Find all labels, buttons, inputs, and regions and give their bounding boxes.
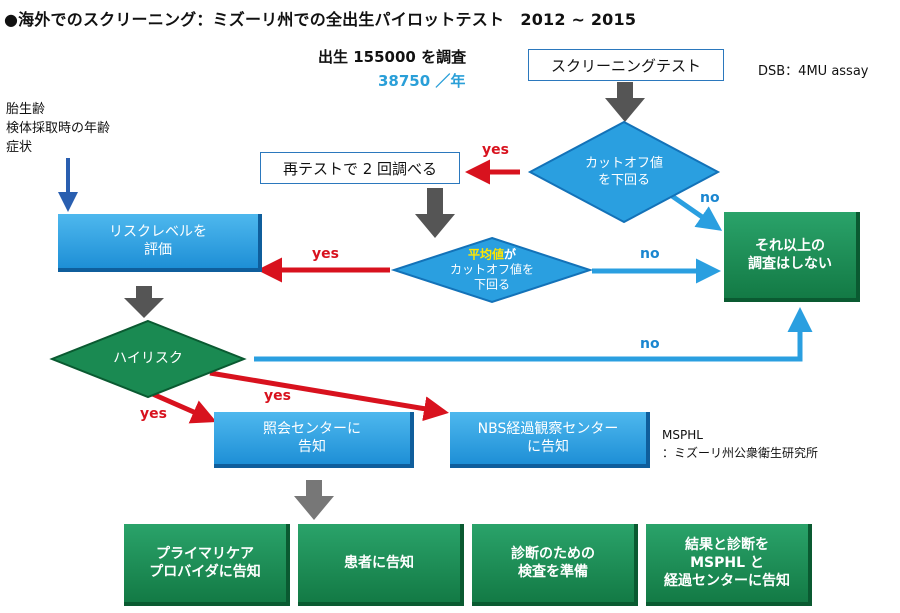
final-3-line-2: 検査を準備 bbox=[518, 564, 588, 580]
input-factor: 症状 bbox=[6, 140, 33, 155]
retest-box: 再テストで 2 回調べる bbox=[260, 152, 460, 184]
retest-label: 再テストで 2 回調べる bbox=[282, 159, 438, 178]
no-arrow-cutoff-to-stop bbox=[670, 193, 723, 231]
screening-test-box: スクリーニングテスト bbox=[528, 49, 724, 81]
gray-arrow-test-to-cutoff bbox=[605, 82, 645, 122]
cutoff-line-1: カットオフ値 bbox=[584, 156, 664, 171]
screening-test-label: スクリーニングテスト bbox=[550, 56, 701, 75]
final-3-line-1: 診断のための bbox=[511, 546, 595, 562]
highrisk-diamond-label: ハイリスク bbox=[113, 351, 183, 368]
no-label-average: no bbox=[640, 246, 660, 262]
final-box-primary-care: プライマリケア プロバイダに告知 bbox=[124, 524, 290, 606]
notify-referral-line-1: 照会センターに bbox=[263, 421, 361, 437]
notify-nbs-line-1: NBS経過観察センター bbox=[477, 421, 619, 437]
final-4-line-2: MSPHL と bbox=[690, 555, 764, 571]
dsb-note: DSB：4MU assay bbox=[758, 64, 869, 79]
risk-eval-line-1: リスクレベルを bbox=[109, 224, 207, 240]
cutoff-line-2: を下回る bbox=[597, 173, 651, 188]
subject-count: 出生 155000 を調査 bbox=[318, 48, 467, 66]
gray-arrow-risk-to-highrisk bbox=[124, 286, 164, 318]
notify-nbs-box: NBS経過観察センター に告知 bbox=[450, 412, 650, 468]
input-factor: 検体採取時の年齢 bbox=[6, 121, 111, 136]
no-arrow-highrisk-to-stop bbox=[254, 307, 813, 362]
msphl-abbr: MSPHL bbox=[662, 428, 703, 442]
cutoff-diamond-label: カットオフ値 を下回る bbox=[585, 155, 663, 189]
yes-label-cutoff: yes bbox=[482, 142, 509, 158]
page-title: ●海外でのスクリーニング：ミズーリ州での全出生パイロットテスト 2012 ~ 2… bbox=[4, 10, 637, 29]
final-4-line-3: 経過センターに告知 bbox=[664, 573, 790, 589]
gray-arrow-referral-to-final bbox=[294, 480, 334, 520]
yes-label-highrisk-nbs: yes bbox=[264, 388, 291, 404]
per-year-count: 38750 ／年 bbox=[378, 72, 466, 90]
final-box-patient: 患者に告知 bbox=[298, 524, 464, 606]
no-further-line-2: 調査はしない bbox=[748, 256, 832, 272]
risk-eval-box: リスクレベルを 評価 bbox=[58, 214, 262, 272]
yes-label-highrisk-referral: yes bbox=[140, 406, 167, 422]
notify-referral-line-2: 告知 bbox=[298, 439, 326, 455]
yes-arrow-highrisk-to-referral bbox=[146, 389, 217, 424]
average-line-2: カットオフ値を bbox=[449, 262, 535, 277]
risk-eval-line-2: 評価 bbox=[144, 242, 172, 258]
highrisk-diamond-shape bbox=[49, 319, 247, 399]
yes-arrow-highrisk-to-nbs bbox=[209, 370, 449, 422]
highrisk-label: ハイリスク bbox=[113, 350, 183, 367]
cutoff-diamond-shape bbox=[527, 120, 721, 224]
final-4-line-1: 結果と診断を bbox=[685, 537, 769, 553]
no-further-box: それ以上の 調査はしない bbox=[724, 212, 860, 302]
final-1-line-1: プライマリケア bbox=[156, 546, 254, 562]
input-factors: 胎生齢 検体採取時の年齢 症状 bbox=[6, 100, 110, 157]
average-particle: が bbox=[503, 247, 517, 262]
final-box-diagnostic: 診断のための 検査を準備 bbox=[472, 524, 638, 606]
average-diamond-shape bbox=[390, 236, 594, 304]
no-label-cutoff: no bbox=[700, 190, 720, 206]
average-diamond-label: 平均値が カットオフ値を 下回る bbox=[450, 248, 534, 293]
input-factor: 胎生齢 bbox=[6, 102, 46, 117]
final-2-line-1: 患者に告知 bbox=[344, 555, 414, 571]
average-line-3: 下回る bbox=[473, 277, 511, 292]
final-1-line-2: プロバイダに告知 bbox=[149, 564, 261, 580]
notify-referral-box: 照会センターに 告知 bbox=[214, 412, 414, 468]
yes-label-average: yes bbox=[312, 246, 339, 262]
notify-nbs-line-2: に告知 bbox=[527, 439, 569, 455]
average-highlight: 平均値 bbox=[467, 247, 504, 262]
final-box-results: 結果と診断を MSPHL と 経過センターに告知 bbox=[646, 524, 812, 606]
no-label-highrisk: no bbox=[640, 336, 660, 352]
gray-arrow-retest-to-average bbox=[415, 188, 455, 238]
no-further-line-1: それ以上の bbox=[755, 238, 825, 254]
msphl-note: MSPHL ：ミズーリ州公衆衛生研究所 bbox=[662, 426, 818, 462]
msphl-full: ：ミズーリ州公衆衛生研究所 bbox=[662, 446, 819, 460]
